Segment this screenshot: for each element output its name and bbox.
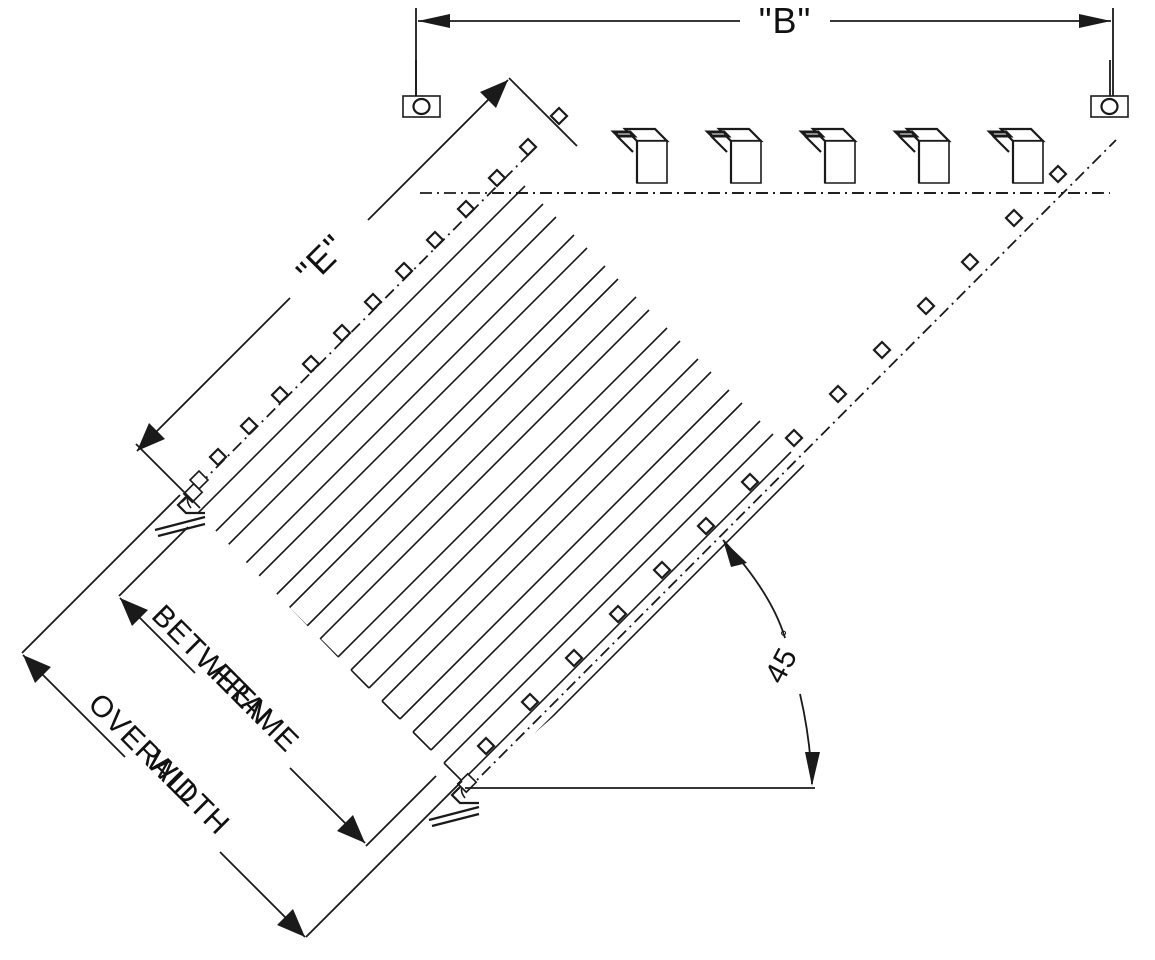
- mounting-bracket-right: [1090, 60, 1129, 118]
- between-frame-arrow-upper: [120, 598, 148, 626]
- roller-tube-end: [892, 127, 952, 184]
- dimension-e-line-lower: [136, 297, 291, 452]
- angle-arrow-lower: [805, 752, 820, 786]
- bracket-left-bolt-hole: [412, 97, 431, 116]
- dimension-b: "B": [415, 0, 1114, 103]
- dimension-e-extension-upper: [508, 77, 578, 147]
- rail-bolt-stubs-upper: [208, 106, 569, 467]
- dimension-b-arrow-right: [1079, 14, 1111, 28]
- between-frame-extension-upper: [118, 526, 189, 597]
- mounting-bracket-left: [402, 60, 441, 118]
- lower-right-rail-lower-end: [428, 772, 480, 828]
- lower-right-side-rail: [428, 139, 1117, 828]
- dimension-e-arrow-lower: [137, 423, 165, 451]
- roller-tube-end: [610, 127, 670, 184]
- rail-bolt-stubs-lower: [476, 164, 1068, 756]
- dimension-b-arrow-left: [418, 14, 450, 28]
- between-frame-extension-lower: [365, 775, 437, 847]
- angle-arrow-upper: [723, 540, 747, 567]
- overall-width-arrow-upper: [23, 655, 51, 683]
- roller-tube-ends-group: [610, 127, 1046, 184]
- dimension-e-line-upper: [367, 79, 509, 221]
- bracket-right-bolt-hole: [1100, 97, 1119, 116]
- overall-width-arrow-lower: [277, 909, 305, 937]
- overall-width-extension-upper: [21, 494, 181, 654]
- roller-tube-end: [798, 127, 858, 184]
- lower-right-rail-hidden-line: [464, 139, 1117, 793]
- dimension-e-extension-lower: [135, 443, 201, 509]
- dimension-e-arrow-upper: [480, 80, 508, 108]
- overall-width-extension-lower: [305, 780, 463, 938]
- dimension-b-label: "B": [759, 0, 812, 41]
- roller-tube-end: [986, 127, 1046, 184]
- roller-tube-end: [704, 127, 764, 184]
- upper-left-side-rail: [154, 106, 569, 538]
- between-frame-arrow-lower: [337, 815, 365, 843]
